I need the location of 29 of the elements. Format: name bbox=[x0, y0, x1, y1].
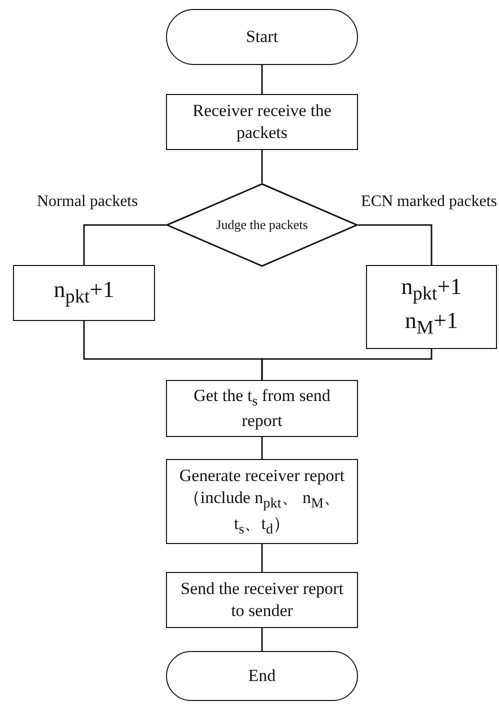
process-box bbox=[166, 94, 358, 150]
process-box bbox=[166, 572, 358, 628]
connector-line bbox=[261, 65, 263, 94]
terminal-shape bbox=[166, 651, 358, 701]
edge-label: ECN marked packets bbox=[360, 193, 498, 211]
terminal-shape bbox=[166, 9, 358, 65]
connector-line bbox=[261, 628, 263, 651]
node-text: Judge the packets bbox=[215, 216, 309, 234]
node-text: n$_{pkt}$+1 bbox=[52, 276, 116, 310]
process-box bbox=[166, 459, 358, 544]
connector-line bbox=[83, 224, 166, 265]
connector-line bbox=[261, 544, 263, 572]
node-text: Receiver receive the packets bbox=[192, 100, 332, 144]
connector-line bbox=[261, 437, 263, 459]
node-text: n$_{pkt}$+1 bbox=[400, 273, 463, 307]
decision-diamond bbox=[166, 183, 358, 267]
connector-line bbox=[261, 150, 263, 183]
node-text: n$_{M}$+1 bbox=[404, 307, 460, 341]
process-box bbox=[166, 380, 358, 437]
process-box bbox=[13, 265, 155, 321]
node-text: End bbox=[247, 664, 277, 687]
node-text: Send the receiver report to sender bbox=[180, 578, 344, 622]
edge-label: Normal packets bbox=[36, 193, 139, 211]
node-text: Get the t$_{s}$ from send report bbox=[192, 384, 332, 432]
connector-line bbox=[261, 349, 432, 380]
node-text: Start bbox=[244, 26, 280, 48]
connector-line bbox=[358, 224, 432, 265]
process-box bbox=[366, 265, 497, 349]
node-text: Generate receiver report（include n$_{pkt}$、 n$_{M}$、t$_{s}$、t$_{d}$） bbox=[178, 464, 346, 538]
